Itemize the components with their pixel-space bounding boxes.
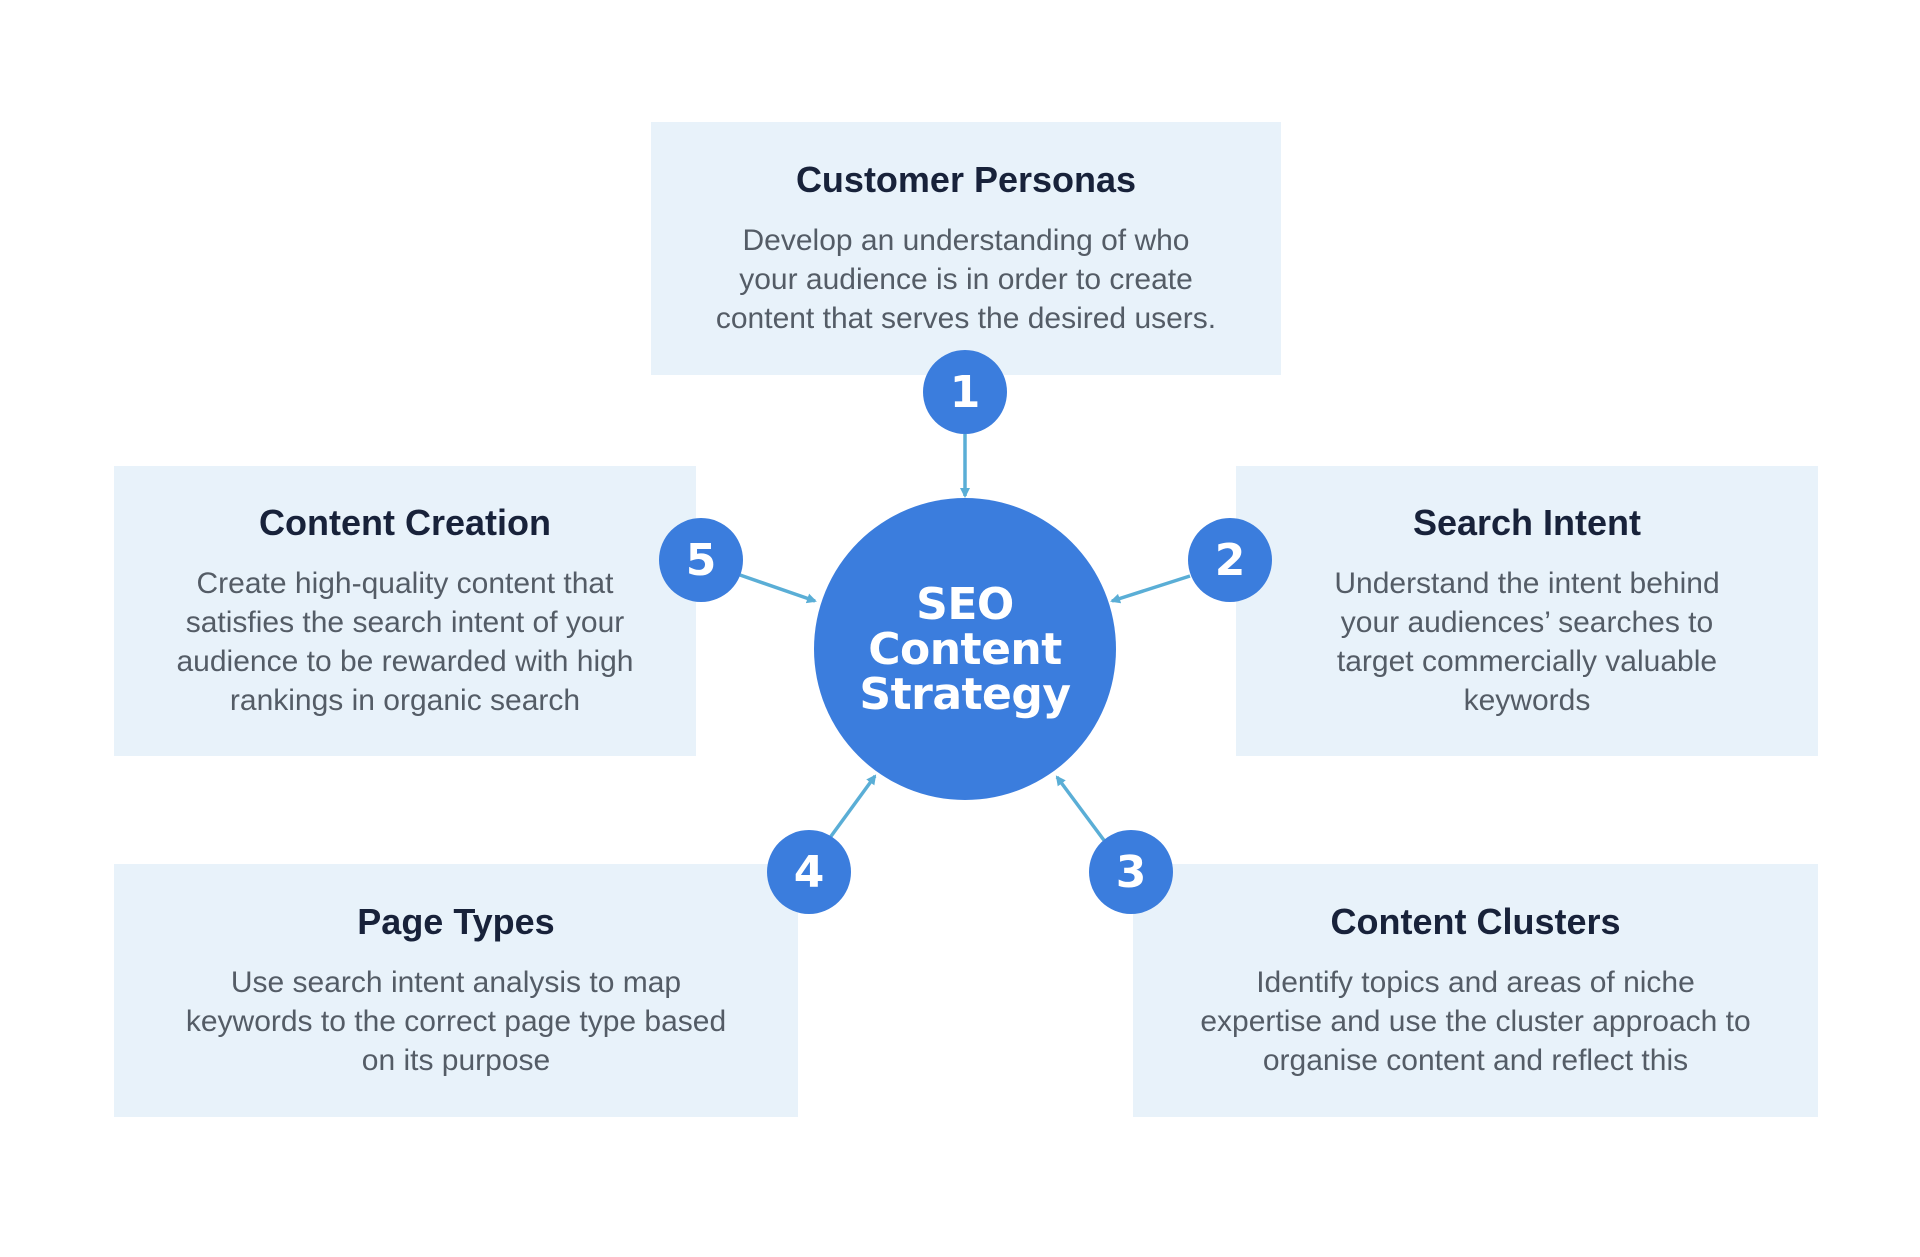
card-page-types: Page Types Use search intent analysis to… <box>114 864 798 1117</box>
arrow-step-2 <box>1110 574 1191 604</box>
hub-label: SEO Content Strategy <box>859 578 1071 720</box>
card-title: Content Clusters <box>1330 901 1621 943</box>
card-description: Use search intent analysis to map keywor… <box>185 965 727 1077</box>
card-title: Customer Personas <box>795 159 1137 201</box>
step-badge-2: 2 <box>1188 518 1272 602</box>
card-customer-personas: Customer Personas Develop an understandi… <box>651 122 1281 375</box>
card-description: Understand the intent behind your audien… <box>1334 566 1720 717</box>
step-badge-4: 4 <box>767 830 851 914</box>
card-description: Identify topics and areas of niche exper… <box>1200 965 1751 1077</box>
step-badge-1: 1 <box>923 350 1007 434</box>
central-hub-circle: SEO Content Strategy <box>814 498 1116 800</box>
card-description: Develop an understanding of who your aud… <box>715 223 1217 335</box>
step-badge-5: 5 <box>659 518 743 602</box>
card-description: Create high-quality content that satisfi… <box>176 566 634 717</box>
card-content-creation: Content Creation Create high-quality con… <box>114 466 696 756</box>
card-content-clusters: Content Clusters Identify topics and are… <box>1133 864 1818 1117</box>
step-badge-3: 3 <box>1089 830 1173 914</box>
arrow-step-3 <box>1055 775 1108 845</box>
card-search-intent: Search Intent Understand the intent behi… <box>1236 466 1818 756</box>
arrow-step-4 <box>827 774 877 841</box>
card-title: Search Intent <box>1412 502 1642 544</box>
card-title: Content Creation <box>259 502 551 544</box>
card-title: Page Types <box>357 901 555 943</box>
arrow-step-5 <box>739 573 817 604</box>
